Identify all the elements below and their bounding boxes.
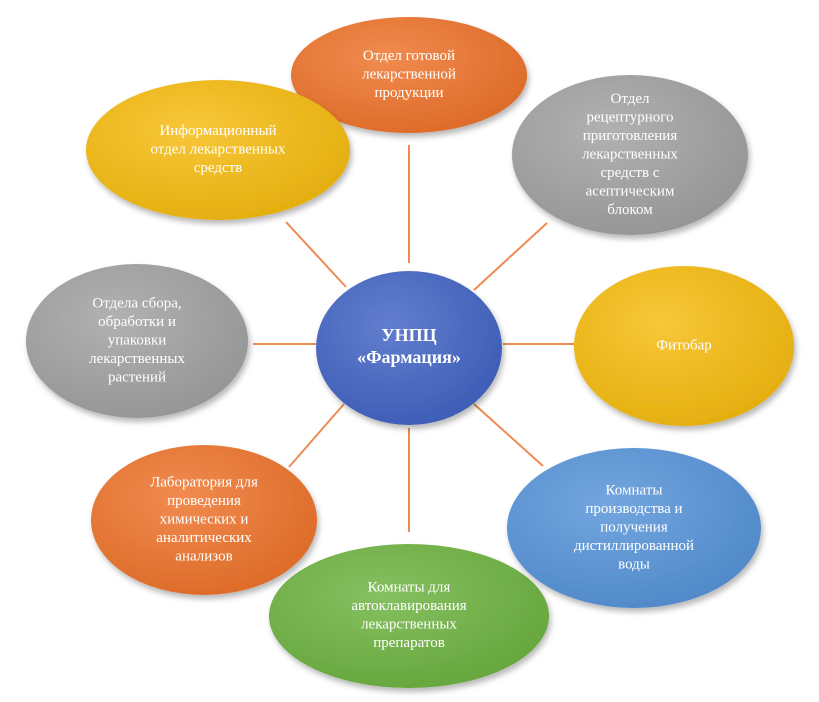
node-ellipse [291,17,527,133]
connectors [253,145,574,532]
center-ellipse [316,271,502,425]
node-label-line: проведения [167,493,241,509]
node-label-line: приготовления [583,128,678,144]
node-ellipse [86,80,350,220]
node-label-line: обработки и [98,314,176,330]
center-node: УНПЦ«Фармация» [316,271,502,425]
connector-distilled-water [473,403,544,467]
node-label-line: Комнаты [606,482,663,498]
node-label-line: рецептурного [586,109,673,125]
node-phytobar: Фитобар [574,266,794,426]
node-ellipse [512,75,748,235]
node-label-line: лекарственных [582,146,678,162]
connector-prescription-aseptic [473,222,548,291]
node-ellipse [507,448,761,608]
node-label-line: лекарственных [361,617,457,633]
node-label-line: Отдел [611,91,650,107]
node-distilled-water: Комнаты производства и получения дистиллиро… [507,448,761,608]
node-label-line: «Фармация» [357,347,461,367]
node-label-line: продукции [374,85,443,101]
node-chem-lab: Лаборатория для проведения химических и ана… [91,445,317,595]
node-label-line: лекарственных [89,351,185,367]
node-label-line: лекарственной [362,66,456,82]
node-ellipse [269,544,549,688]
node-label-line: аналитических [156,530,252,546]
node-ellipse [574,266,794,426]
node-herb-processing: Отдела сбора, обработки и упаковки лекарств… [26,264,248,418]
node-label-line: асептическим [586,183,675,199]
node-label-line: средств [194,160,243,176]
node-label-line: отдел лекарственных [150,141,286,157]
node-label-line: Фитобар [656,337,712,353]
node-label-line: Комнаты для [368,580,451,596]
node-label-line: упаковки [108,332,167,348]
node-label-line: растений [108,369,166,385]
node-label-line: производства и [585,501,682,517]
node-label-line: анализов [175,548,232,564]
node-label-line: воды [618,556,650,572]
node-label-line: дистиллированной [574,538,694,554]
node-label-line: препаратов [373,635,445,651]
node-label-line: Отдел готовой [363,48,455,64]
node-label-line: автоклавирования [351,598,466,614]
node-label-line: Отдела сбора, [92,295,181,311]
node-info-dept: Информационный отдел лекарственных средств [86,80,350,220]
node-label-line: средств с [601,165,660,181]
node-label-line: получения [600,519,668,535]
connector-chem-lab [288,403,345,468]
connector-info-dept [285,221,347,288]
node-label-line: Информационный [159,123,276,139]
node-ellipse [91,445,317,595]
node-label-line: химических и [160,511,249,527]
node-label-line: Лаборатория для [150,474,258,490]
node-label-line: блоком [607,202,653,218]
node-label-line: УНПЦ [381,325,436,345]
node-finished-products: Отдел готовой лекарственной продукции [291,17,527,133]
node-prescription-aseptic: Отдел рецептурного приготовления лекарствен… [512,75,748,235]
node-autoclave-rooms: Комнаты для автоклавирования лекарственных… [269,544,549,688]
node-ellipse [26,264,248,418]
